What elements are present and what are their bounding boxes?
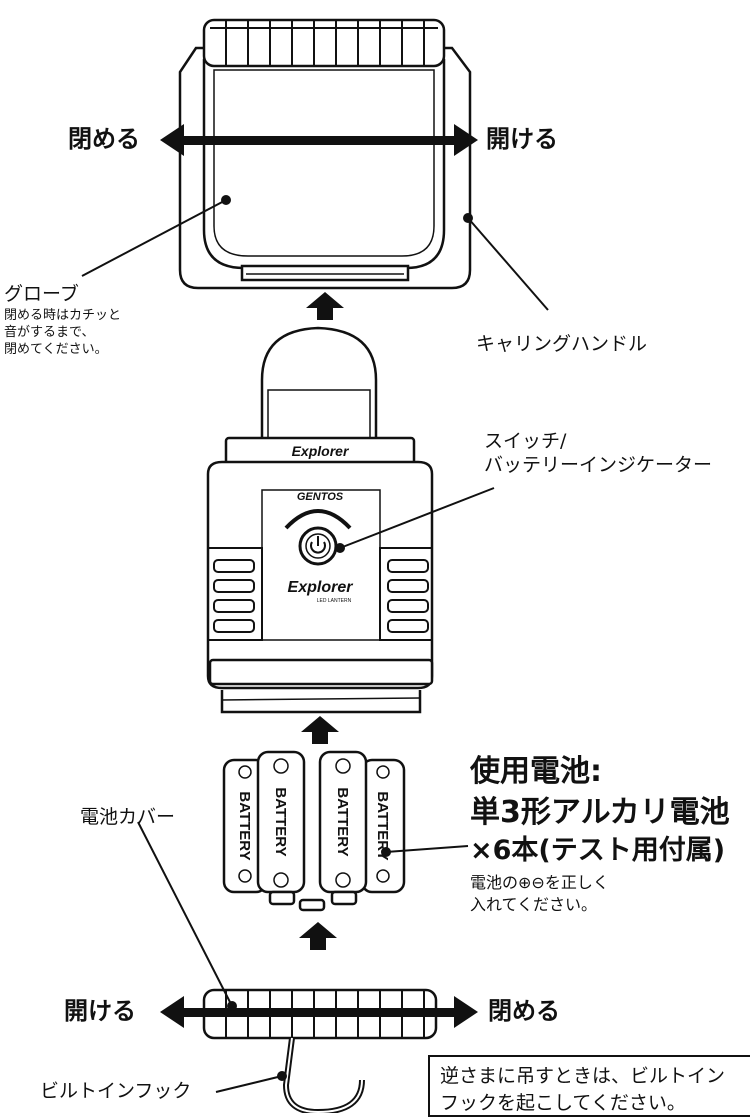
switch-label: スイッチ/ バッテリーインジケーター <box>484 430 712 478</box>
battery-label: BATTERY <box>236 791 253 860</box>
globe-rotate-arrow <box>160 124 478 156</box>
base-rotate-arrow <box>160 996 478 1028</box>
hanging-note-box: 逆さまに吊すときは、ビルトイン フックを起こしてください。 <box>428 1055 750 1117</box>
battery-heading-line: ×6本(テスト用付属) <box>470 835 726 866</box>
hook-label: ビルトインフック <box>40 1080 192 1102</box>
battery-note-line: 電池の⊕⊖を正しく <box>470 873 609 892</box>
battery-heading: 使用電池: 単3形アルカリ電池 ×6本(テスト用付属) <box>470 752 730 869</box>
globe-close-label: 閉める <box>68 125 140 153</box>
battery-label: BATTERY <box>334 787 351 856</box>
brand-logo: Explorer <box>288 579 354 596</box>
globe-note-line: 閉めてください。 <box>4 341 108 357</box>
lantern-body-illustration <box>206 326 434 714</box>
globe-name-label: グローブ <box>4 283 79 305</box>
maker-logo: GENTOS <box>297 491 344 503</box>
up-arrow <box>301 716 339 744</box>
switch-label-line: スイッチ/ <box>484 430 567 452</box>
globe-note-line: 閉める時はカチッと <box>4 308 122 323</box>
battery-heading-line: 使用電池: <box>470 754 602 789</box>
battery-label: BATTERY <box>374 791 391 860</box>
switch-label-line: バッテリーインジケーター <box>484 453 713 476</box>
battery-pack-illustration <box>222 750 406 912</box>
up-arrow <box>299 922 337 950</box>
hanging-note-line: フックを起こしてください。 <box>440 1091 686 1114</box>
battery-heading-line: 単3形アルカリ電池 <box>470 794 730 830</box>
power-switch <box>284 509 352 566</box>
globe-note-line: 音がするまで、 <box>4 324 95 340</box>
base-close-label: 閉める <box>488 997 560 1025</box>
brand-logo: Explorer <box>292 443 350 459</box>
up-arrow <box>306 292 344 320</box>
hanging-note-line: 逆さまに吊すときは、ビルトイン <box>440 1065 726 1087</box>
battery-note-line: 入れてください。 <box>470 895 598 915</box>
brand-sub-logo: LED LANTERN <box>317 598 352 604</box>
globe-illustration <box>178 18 472 290</box>
battery-label: BATTERY <box>272 787 289 856</box>
carrying-handle-label: キャリングハンドル <box>476 333 648 355</box>
callout-lines <box>81 195 549 1093</box>
base-open-label: 開ける <box>64 997 136 1025</box>
battery-cover-label: 電池カバー <box>80 806 176 828</box>
globe-open-label: 開ける <box>486 125 558 153</box>
battery-note: 電池の⊕⊖を正しく 入れてください。 <box>470 872 609 917</box>
globe-note: 閉める時はカチッと 音がするまで、 閉めてください。 <box>4 308 121 359</box>
